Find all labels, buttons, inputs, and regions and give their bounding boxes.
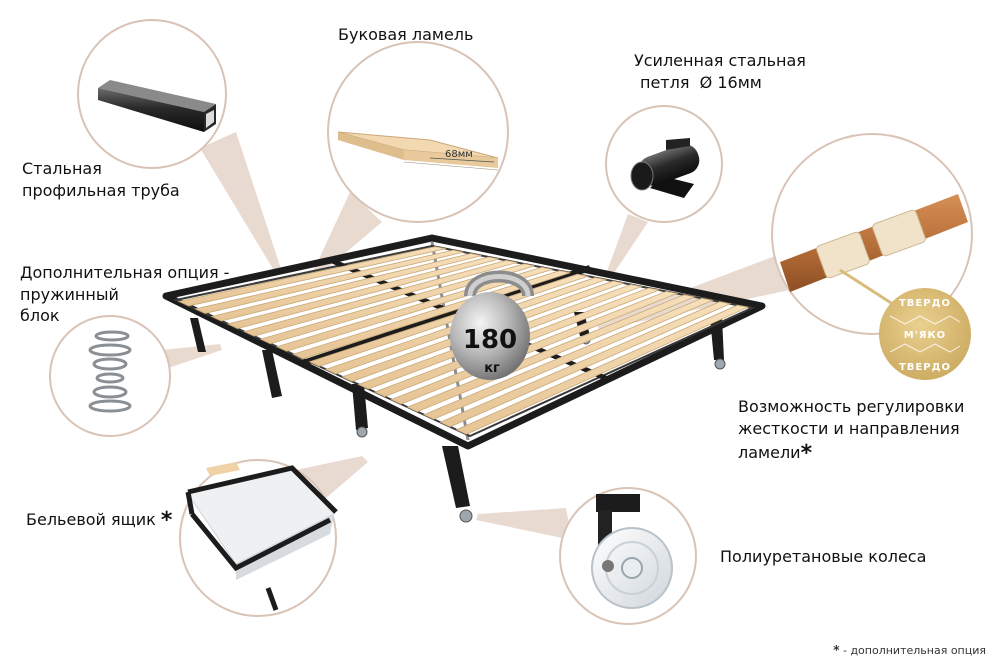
weight-value: 180 xyxy=(463,325,517,355)
label-steel-loop-line2: петля Ø 16мм xyxy=(640,72,762,92)
label-steel-pipe: Стальная профильная труба xyxy=(22,158,180,201)
callout-storage-box xyxy=(179,459,338,617)
callout-wheels xyxy=(559,487,697,625)
label-steel-loop: Усиленная стальная петля Ø 16мм xyxy=(634,50,806,93)
label-steel-loop-line1: Усиленная стальная xyxy=(634,51,806,70)
weight-unit: кг xyxy=(484,361,500,376)
label-steel-pipe-line2: профильная труба xyxy=(22,180,180,200)
slat xyxy=(226,256,500,330)
callout-steel-loop xyxy=(605,105,723,223)
badge-middle: М'ЯКО xyxy=(904,330,946,341)
slat xyxy=(243,259,518,337)
slat xyxy=(390,290,679,405)
label-spring-line1: Дополнительная опция - xyxy=(20,263,230,282)
label-stiffness-line3: ламели xyxy=(738,443,801,463)
footnote: * - дополнительная опция xyxy=(833,643,986,657)
slat xyxy=(194,249,464,314)
callout-steel-pipe xyxy=(77,19,227,169)
slat-width-label: 68мм xyxy=(445,149,473,160)
footnote-text: - дополнительная опция xyxy=(842,644,986,657)
callout-beech-slat: 68мм xyxy=(327,41,509,223)
label-beech-slat: Буковая ламель xyxy=(338,25,474,44)
slat xyxy=(406,294,697,413)
label-stiffness: Возможность регулировки жесткости и напр… xyxy=(738,396,964,469)
slat xyxy=(210,253,482,322)
label-spring-line2: пружинный xyxy=(20,284,119,304)
slat xyxy=(259,263,535,345)
label-steel-pipe-line1: Стальная xyxy=(22,159,102,178)
callout-stiffness: ТВЕРДО М'ЯКО ТВЕРДО xyxy=(771,133,973,380)
label-storage-box-text: Бельевой ящик xyxy=(26,510,156,529)
label-stiffness-line2: жесткости и направления xyxy=(738,418,960,438)
slat xyxy=(439,301,732,428)
weight-kettlebell: 180 кг xyxy=(450,270,534,380)
callout-spring-block xyxy=(49,315,171,437)
label-stiffness-line3-wrap: ламели* xyxy=(738,439,964,469)
slat xyxy=(455,304,750,435)
slat xyxy=(177,246,446,307)
label-spring-block: Дополнительная опция - пружинный блок xyxy=(20,262,229,327)
badge-top: ТВЕРДО xyxy=(899,298,951,309)
label-spring-line3: блок xyxy=(20,306,60,326)
option-star-storage: * xyxy=(160,508,173,533)
label-storage-box: Бельевой ящик * xyxy=(26,506,172,536)
slat xyxy=(275,266,553,352)
label-wheels: Полиуретановые колеса xyxy=(720,547,927,566)
badge-bottom: ТВЕРДО xyxy=(899,362,951,373)
option-star-stiffness: * xyxy=(800,441,813,467)
label-stiffness-line1: Возможность регулировки xyxy=(738,397,965,416)
slat xyxy=(422,297,714,420)
footnote-star: * xyxy=(833,643,840,657)
